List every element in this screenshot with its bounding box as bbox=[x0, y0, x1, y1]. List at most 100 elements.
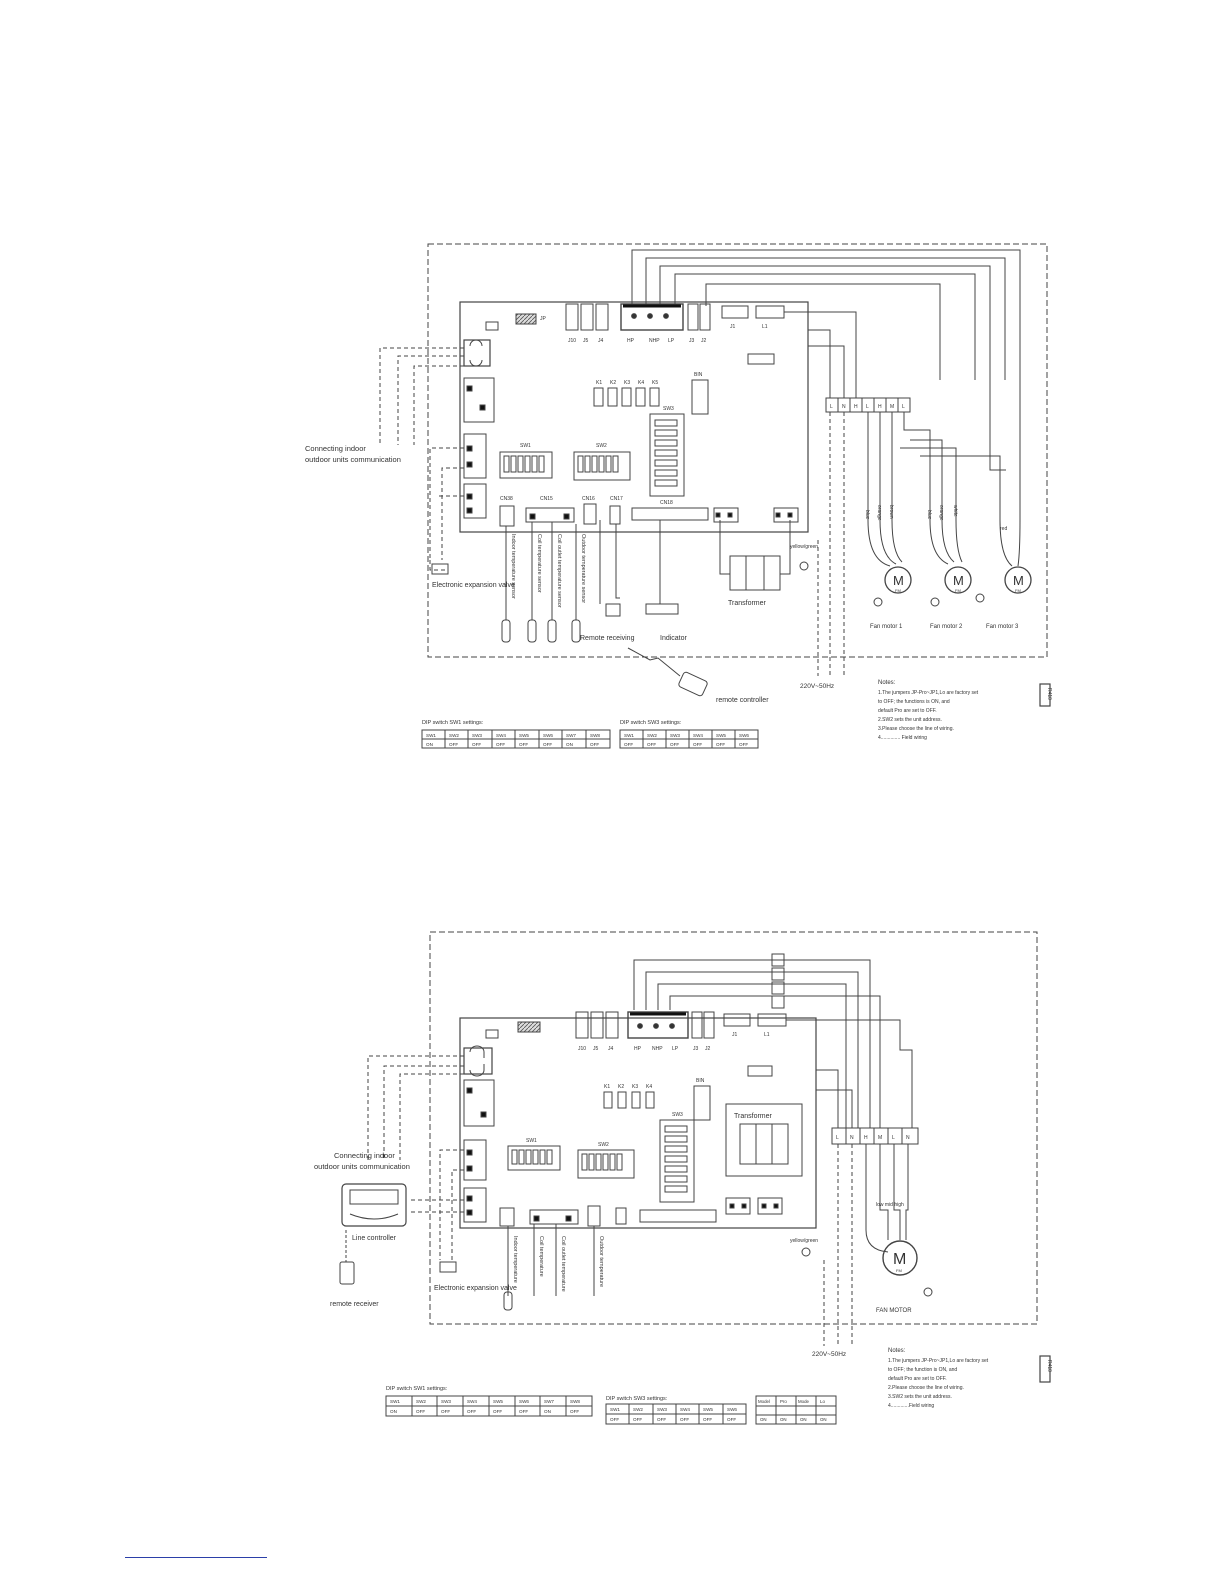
ground-icon-5 bbox=[801, 1247, 811, 1257]
field-wiring-frame-2 bbox=[429, 931, 1038, 1325]
note-2-1: 1.The jumpers JP-Pro~JP1,Lo are factory … bbox=[888, 1358, 989, 1364]
table3-cells-2: Model Pro Mode Lo ON ON ON ON bbox=[758, 1399, 827, 1422]
motor-m-4: M bbox=[893, 1251, 906, 1268]
t5h-2: Pro bbox=[780, 1399, 787, 1404]
t3r-2: OFF bbox=[416, 1409, 425, 1414]
note-2-3: default Pro are set to OFF. bbox=[888, 1376, 947, 1382]
top-connectors-1 bbox=[565, 303, 785, 331]
power-label-1: 220V~50Hz bbox=[800, 683, 834, 690]
table1-grid-1 bbox=[421, 729, 611, 749]
exp-valve-label-1: Electronic expansion valve bbox=[432, 582, 515, 589]
table1-title-1: DIP switch SW1 settings: bbox=[422, 720, 484, 726]
sensor-label-indoor-1: Indoor temperature sensor bbox=[510, 534, 516, 599]
footnote-rule bbox=[125, 1557, 267, 1558]
sensor-label-coil-1: Coil temperature sensor bbox=[536, 534, 542, 593]
wire-label-white-1: white bbox=[952, 505, 958, 517]
comm2-label-line2: outdoor units communication bbox=[314, 1162, 410, 1171]
conn2-label-nhp: NHP bbox=[652, 1046, 663, 1052]
motor-sub-1: FM bbox=[895, 588, 901, 593]
t1r-6: OFF bbox=[543, 742, 552, 747]
note-2-5: 3.SW2 sets the unit address. bbox=[888, 1394, 952, 1400]
term-1-3: H bbox=[854, 404, 858, 410]
capacitor-1 bbox=[747, 353, 775, 365]
comm-wires-1 bbox=[379, 347, 464, 560]
transformer-label-1: Transformer bbox=[728, 600, 767, 607]
term2-4: M bbox=[878, 1135, 882, 1141]
conn-label-j4-1: J4 bbox=[598, 338, 604, 344]
t4h-6: SW6 bbox=[727, 1407, 737, 1412]
t2r-6: OFF bbox=[739, 742, 748, 747]
sw1-label-1: SW1 bbox=[520, 443, 531, 449]
fan-motor-1-symbol bbox=[884, 566, 912, 594]
t2h-6: SW6 bbox=[739, 733, 749, 738]
t2r-5: OFF bbox=[716, 742, 725, 747]
t2h-4: SW4 bbox=[693, 733, 703, 738]
term-1-4: L bbox=[866, 404, 869, 410]
t3h-7: SW7 bbox=[544, 1399, 554, 1404]
motor-sub-4: FM bbox=[896, 1268, 902, 1273]
fan-motor-label-1: Fan motor 1 bbox=[870, 624, 903, 630]
table1-grid-2 bbox=[385, 1395, 593, 1417]
ir-signal-1 bbox=[627, 647, 681, 677]
t1r-1: ON bbox=[426, 742, 433, 747]
conn2-label-l1: L1 bbox=[764, 1032, 770, 1038]
term-1-5: H bbox=[878, 404, 882, 410]
t5h-1: Model bbox=[758, 1399, 770, 1404]
bottom-conn-label-1: CN38 bbox=[500, 496, 513, 502]
bottom-conn-label-2: CN15 bbox=[540, 496, 553, 502]
t4h-5: SW5 bbox=[703, 1407, 713, 1412]
relay2-label-2: K2 bbox=[618, 1084, 624, 1090]
conn-label-nhp-1: NHP bbox=[649, 338, 660, 344]
diagram-1: J10 J5 J4 HP NHP LP J3 J2 J1 L1 JP bbox=[305, 243, 1052, 749]
t4h-3: SW3 bbox=[657, 1407, 667, 1412]
dip-switches-2 bbox=[507, 1119, 695, 1203]
note-1-6: 4.............. Field wiring bbox=[878, 735, 927, 741]
power-label-2: 220V~50Hz bbox=[812, 1351, 846, 1358]
t3r-3: OFF bbox=[441, 1409, 450, 1414]
term2-5: L bbox=[892, 1135, 895, 1141]
table2-title-1: DIP switch SW3 settings: bbox=[620, 720, 682, 726]
fan-speed-label-2: low mid high bbox=[876, 1202, 904, 1208]
t2h-2: SW2 bbox=[647, 733, 657, 738]
left-connectors-2 bbox=[463, 1045, 495, 1223]
motor-m-1: M bbox=[893, 573, 904, 588]
term-1-7: L bbox=[902, 404, 905, 410]
fan-motor-label-2: Fan motor 2 bbox=[930, 624, 963, 630]
note-1-2: to OFF; the functions is ON, and bbox=[878, 699, 950, 705]
t4h-4: SW4 bbox=[680, 1407, 690, 1412]
expansion-valve-2 bbox=[439, 1261, 457, 1273]
t2h-5: SW5 bbox=[716, 733, 726, 738]
diagram-2: J10 J5 J4 HP NHP LP J3 J2 J1 L1 bbox=[314, 931, 1052, 1425]
conn2-label-j4: J4 bbox=[608, 1046, 614, 1052]
conn2-label-j1: J1 bbox=[732, 1032, 738, 1038]
t3h-2: SW2 bbox=[416, 1399, 426, 1404]
sw3-label-2: SW3 bbox=[672, 1112, 683, 1118]
t1r-7: ON bbox=[566, 742, 573, 747]
power-lines-1 bbox=[817, 412, 845, 676]
table3-grid-2 bbox=[755, 1395, 837, 1425]
sw2-label-2: SW2 bbox=[598, 1142, 609, 1148]
t2r-2: OFF bbox=[647, 742, 656, 747]
note-2-6: 4.............Field wiring bbox=[888, 1403, 934, 1409]
table1-cells-1: SW1 SW2 SW3 SW4 SW5 SW6 SW7 SW8 ON OFF O… bbox=[426, 733, 600, 747]
exp-valve-label-2: Electronic expansion valve bbox=[434, 1285, 517, 1292]
t4r-6: OFF bbox=[727, 1417, 736, 1422]
table2-title-2: DIP switch SW3 settings: bbox=[606, 1396, 668, 1402]
table1-cells-2: SW1 SW2 SW3 SW4 SW5 SW6 SW7 SW8 ON OFF O… bbox=[390, 1399, 580, 1414]
t1h-8: SW8 bbox=[590, 733, 600, 738]
motor-m-3: M bbox=[1013, 573, 1024, 588]
note-1-3: default Pro are set to OFF. bbox=[878, 708, 937, 714]
term2-3: H bbox=[864, 1135, 868, 1141]
bottom-connectors-1 bbox=[499, 503, 799, 527]
top-right-components-2 bbox=[771, 953, 785, 1009]
comm-wires-2 bbox=[367, 1055, 464, 1260]
term2-6: N bbox=[906, 1135, 910, 1141]
t3h-6: SW6 bbox=[519, 1399, 529, 1404]
relay2-label-1: K1 bbox=[604, 1084, 610, 1090]
fan-motor-2-symbol bbox=[944, 566, 972, 594]
t5r-1: ON bbox=[760, 1417, 767, 1422]
jumper-block-1 bbox=[515, 313, 537, 325]
t3r-1: ON bbox=[390, 1409, 397, 1414]
relay-label-2: K2 bbox=[610, 380, 616, 386]
